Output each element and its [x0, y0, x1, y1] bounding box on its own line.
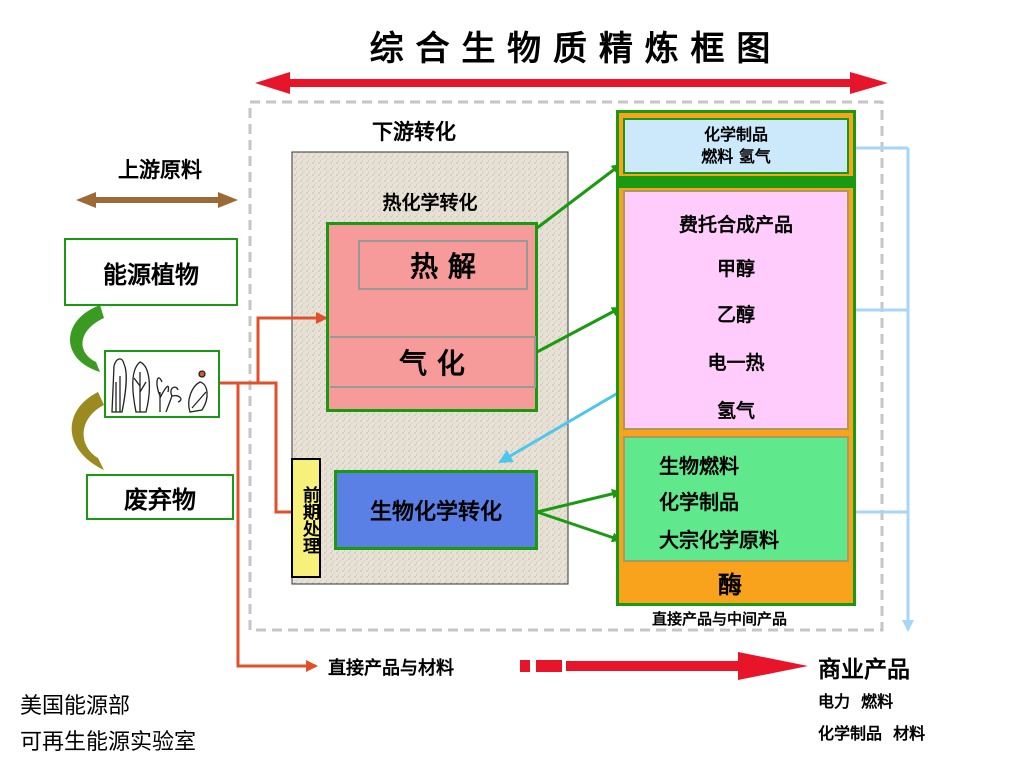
chemicals-label: 化学制品	[659, 490, 739, 514]
credit-line-2: 可再生能源实验室	[20, 730, 197, 755]
flow-dash-2	[536, 660, 562, 672]
pretreatment-box: 前期处理	[291, 458, 321, 578]
downstream-label: 下游转化	[372, 120, 456, 144]
top-product-line-2: 燃料 氢气	[701, 147, 771, 166]
fischer-tropsch-label: 费托合成产品	[678, 214, 793, 236]
ethanol-label: 乙醇	[716, 304, 755, 326]
biomass-image-box	[104, 350, 220, 418]
commercial-products-line-1: 电力 燃料	[818, 692, 894, 711]
thermochemical-box	[326, 222, 538, 412]
biofuel-label: 生物燃料	[659, 454, 739, 478]
thermochemical-label: 热化学转化	[382, 191, 478, 214]
electric-heat-label: 电一热	[707, 352, 765, 374]
top-double-arrow	[255, 72, 888, 94]
pyrolysis-to-top-arrow	[536, 163, 622, 230]
upstream-label: 上游原料	[118, 158, 202, 182]
biomass-to-direct-products-line	[236, 383, 318, 672]
credit-line-1: 美国能源部	[20, 694, 131, 719]
page-title: 综 合 生 物 质 精 炼 框 图	[369, 28, 771, 69]
bio-to-green-arrow-1	[536, 489, 622, 514]
hydrogen-label: 氢气	[716, 400, 755, 422]
top-product-separator	[619, 176, 853, 188]
gasification-to-pink-arrow	[536, 306, 622, 354]
direct-products-label: 直接产品与材料	[328, 658, 454, 679]
enzyme-label: 酶	[718, 570, 742, 599]
cycle-arrow-olive	[71, 392, 104, 470]
top-product-box: 化学制品 燃料 氢气	[623, 118, 849, 174]
waste-box: 废弃物	[86, 474, 234, 520]
pyrolysis-box: 热 解	[358, 240, 528, 290]
top-product-line-1: 化学制品	[703, 125, 768, 144]
cycle-arrow-green	[70, 305, 104, 372]
plants-icon	[111, 358, 208, 413]
methanol-label: 甲醇	[716, 258, 755, 280]
commercial-products-line-2: 化学制品 材料	[818, 724, 926, 743]
pretreatment-label: 前期处理	[299, 486, 319, 554]
intermediate-products-label: 直接产品与中间产品	[652, 610, 788, 628]
biochemical-box: 生物化学转化	[334, 470, 538, 550]
flow-dash-1	[520, 660, 530, 672]
pink-product-box: 费托合成产品 甲醇 乙醇 电一热 氢气	[623, 190, 849, 430]
biomass-to-pretreatment-line	[258, 381, 292, 514]
energy-plants-box: 能源植物	[64, 238, 238, 306]
upstream-double-arrow	[76, 192, 238, 208]
bulk-chemicals-label: 大宗化学原料	[659, 528, 779, 552]
commercial-flow-arrow	[566, 652, 808, 680]
gasification-box: 气 化	[330, 336, 536, 388]
downstream-dashed-frame	[248, 100, 884, 632]
green-product-box: 生物燃料 化学制品 大宗化学原料	[623, 436, 849, 562]
bio-to-green-arrow-2	[536, 510, 622, 543]
commercial-products-title: 商业产品	[818, 657, 910, 683]
